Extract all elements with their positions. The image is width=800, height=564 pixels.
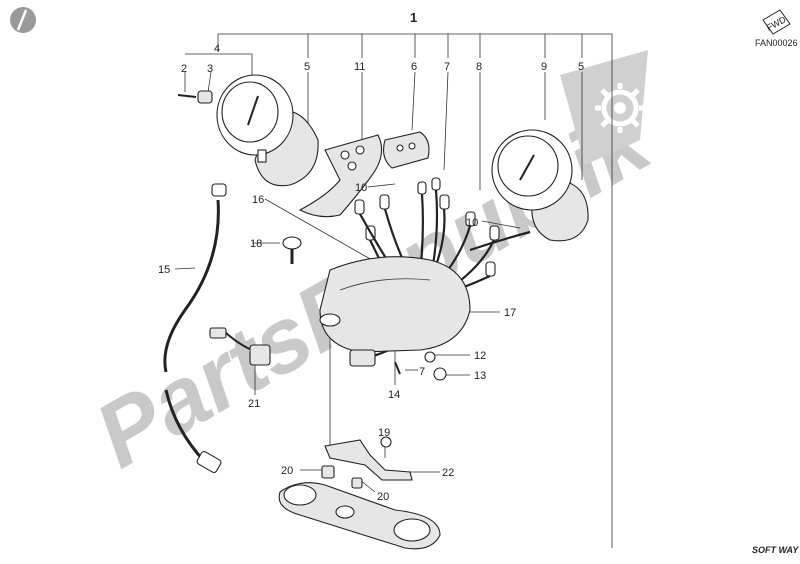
assembly-bracket <box>217 33 613 548</box>
leader-lines <box>174 53 583 493</box>
callout-2: 2 <box>181 63 187 75</box>
gauge-bracket <box>298 134 383 218</box>
callout-6: 6 <box>411 61 417 73</box>
callout-18: 18 <box>250 238 262 250</box>
tachometer-gauge <box>216 74 319 187</box>
callout-11: 11 <box>354 61 365 73</box>
figure-code: FAN00026 <box>755 38 798 48</box>
screw-18 <box>282 236 302 264</box>
warning-light-plate <box>383 131 430 169</box>
soft-way-logo: SOFT WAY <box>752 545 799 555</box>
callout-5a: 5 <box>304 61 310 73</box>
callout-10b: 10 <box>466 217 478 229</box>
callout-1: 1 <box>410 10 417 25</box>
callout-7a: 7 <box>444 61 450 73</box>
callout-9: 9 <box>541 61 547 73</box>
callout-14: 14 <box>388 389 400 401</box>
callout-20a: 20 <box>281 465 293 477</box>
callout-8: 8 <box>476 61 482 73</box>
fwd-badge: FWD <box>762 9 791 35</box>
speedometer-cable <box>163 183 227 474</box>
callout-5b: 5 <box>578 61 584 73</box>
rubber-grommet <box>319 313 341 327</box>
mounting-bracket <box>321 436 413 489</box>
gear-icon <box>595 83 645 133</box>
callout-12: 12 <box>474 350 486 362</box>
callout-17: 17 <box>504 307 516 319</box>
screw-and-nut <box>177 90 213 104</box>
callout-4: 4 <box>214 43 220 55</box>
callout-22: 22 <box>442 467 454 479</box>
callout-15: 15 <box>158 264 170 276</box>
triple-clamp <box>278 482 441 550</box>
callout-13: 13 <box>474 370 486 382</box>
callout-10a: 10 <box>355 182 367 194</box>
callout-16: 16 <box>252 194 264 206</box>
corner-badge <box>10 7 36 33</box>
callout-21: 21 <box>248 398 260 410</box>
callout-20b: 20 <box>377 491 389 503</box>
speedometer-gauge <box>491 129 589 242</box>
small-parts <box>349 349 447 381</box>
soft-way-logo-text: SOFT WAY <box>752 545 799 555</box>
callout-3: 3 <box>207 63 213 75</box>
lower-housing <box>319 256 471 353</box>
callout-7b: 7 <box>419 366 425 378</box>
callout-labels: 1 2 3 4 5 5 6 7 7 8 9 10 10 11 12 13 14 … <box>158 10 584 503</box>
callout-19: 19 <box>378 427 390 439</box>
connector-21 <box>209 327 271 366</box>
